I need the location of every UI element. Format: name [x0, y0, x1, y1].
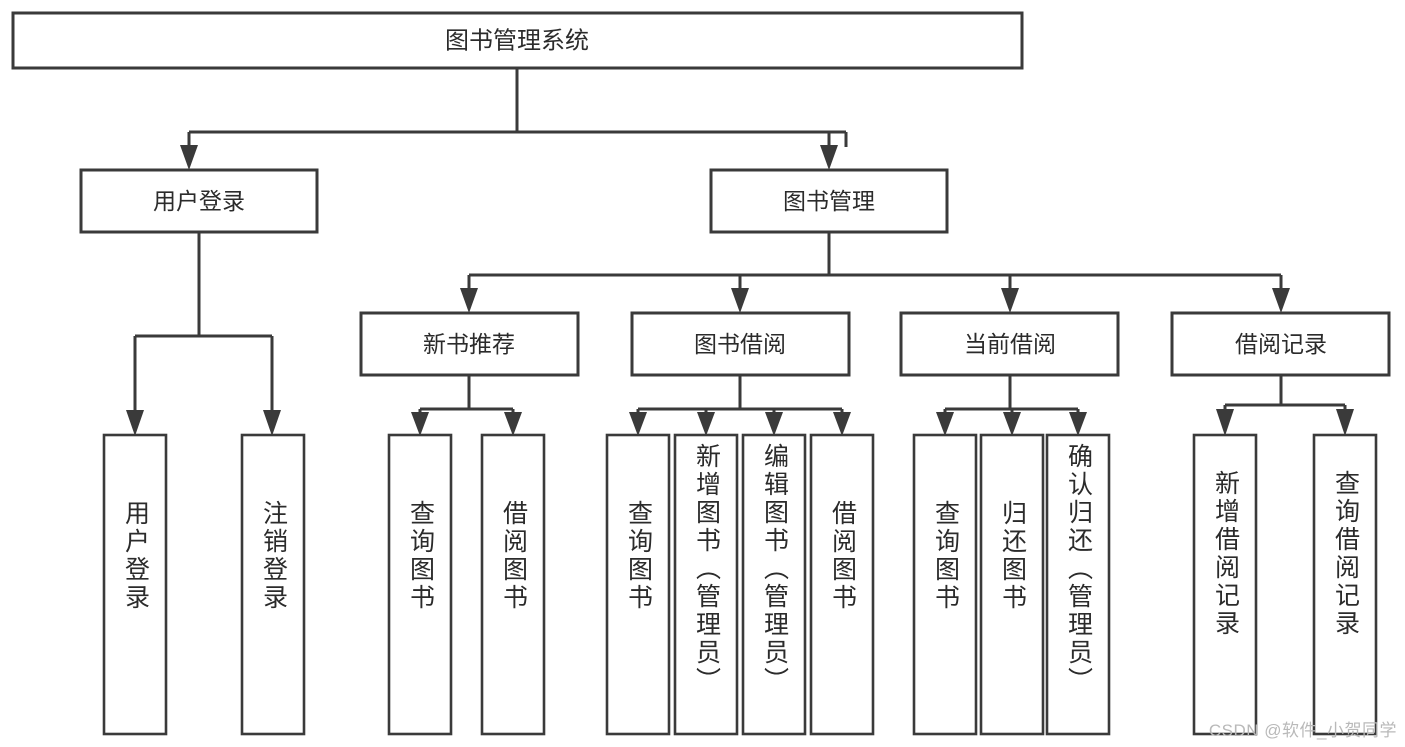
- connector-book-management-to-level3: [460, 232, 1290, 313]
- arrow-head-icon: [936, 412, 954, 436]
- node-current-borrow-level3[interactable]: 当前借阅: [899, 311, 1120, 377]
- watermark-text: CSDN @软件_小贺同学: [1208, 721, 1397, 740]
- connector-book-borrow-to-leaves: [629, 375, 851, 436]
- node-label: 用户登录: [153, 188, 245, 214]
- leaf-box-query-book-borrow[interactable]: [605, 433, 671, 736]
- arrow-head-icon: [263, 410, 281, 436]
- arrow-head-icon: [411, 412, 429, 436]
- arrow-head-icon: [731, 288, 749, 313]
- connector-user-login-to-leaves: [126, 232, 281, 436]
- page-title: 图书管理系统: [445, 27, 589, 54]
- arrow-head-icon: [1069, 412, 1087, 436]
- leaf-box-borrow-book[interactable]: [809, 433, 875, 736]
- connector-borrow-record-to-leaves: [1216, 375, 1354, 436]
- arrow-head-icon: [629, 412, 647, 436]
- node-label: 图书借阅: [694, 331, 786, 357]
- arrow-head-icon: [820, 145, 838, 170]
- node-label: 图书管理: [783, 188, 875, 214]
- node-new-book-recommend-level3[interactable]: 新书推荐: [359, 311, 580, 377]
- arrow-head-icon: [697, 412, 715, 436]
- leaf-box-query-borrow-record[interactable]: [1312, 433, 1378, 736]
- leaf-box-add-book-admin[interactable]: [673, 433, 739, 736]
- node-user-login-level2[interactable]: 用户登录: [79, 168, 319, 234]
- leaf-box-edit-book-admin[interactable]: [741, 433, 807, 736]
- arrow-head-icon: [1272, 288, 1290, 313]
- node-borrow-record-level3[interactable]: 借阅记录: [1170, 311, 1391, 377]
- arrow-head-icon: [504, 412, 522, 436]
- leaf-box-query-book-current[interactable]: [912, 433, 978, 736]
- node-book-management-level2[interactable]: 图书管理: [709, 168, 949, 234]
- node-system-title[interactable]: 图书管理系统: [11, 11, 1024, 70]
- node-label: 借阅记录: [1235, 331, 1327, 357]
- connector-root-to-level2: [180, 68, 848, 170]
- node-book-borrow-level3[interactable]: 图书借阅: [630, 311, 851, 377]
- arrow-head-icon: [1003, 412, 1021, 436]
- leaf-box-confirm-return-admin[interactable]: [1045, 433, 1111, 736]
- leaf-box-add-borrow-record[interactable]: [1192, 433, 1258, 736]
- arrow-head-icon: [180, 145, 198, 170]
- connector-current-borrow-to-leaves: [936, 375, 1087, 436]
- arrow-head-icon: [1001, 288, 1019, 313]
- leaf-box-user-login[interactable]: [102, 433, 168, 736]
- node-label: 新书推荐: [423, 331, 515, 357]
- arrow-head-icon: [833, 412, 851, 436]
- arrow-head-icon: [765, 412, 783, 436]
- leaf-box-return-book[interactable]: [979, 433, 1045, 736]
- arrow-head-icon: [1216, 409, 1234, 436]
- leaf-box-query-book-recommend[interactable]: [387, 433, 453, 736]
- arrow-head-icon: [1336, 409, 1354, 436]
- arrow-head-icon: [460, 288, 478, 313]
- connector-new-book-recommend-to-leaves: [411, 375, 522, 436]
- arrow-head-icon: [126, 410, 144, 436]
- node-label: 当前借阅: [964, 331, 1056, 357]
- leaf-box-logout[interactable]: [240, 433, 306, 736]
- leaf-box-borrow-book-recommend[interactable]: [480, 433, 546, 736]
